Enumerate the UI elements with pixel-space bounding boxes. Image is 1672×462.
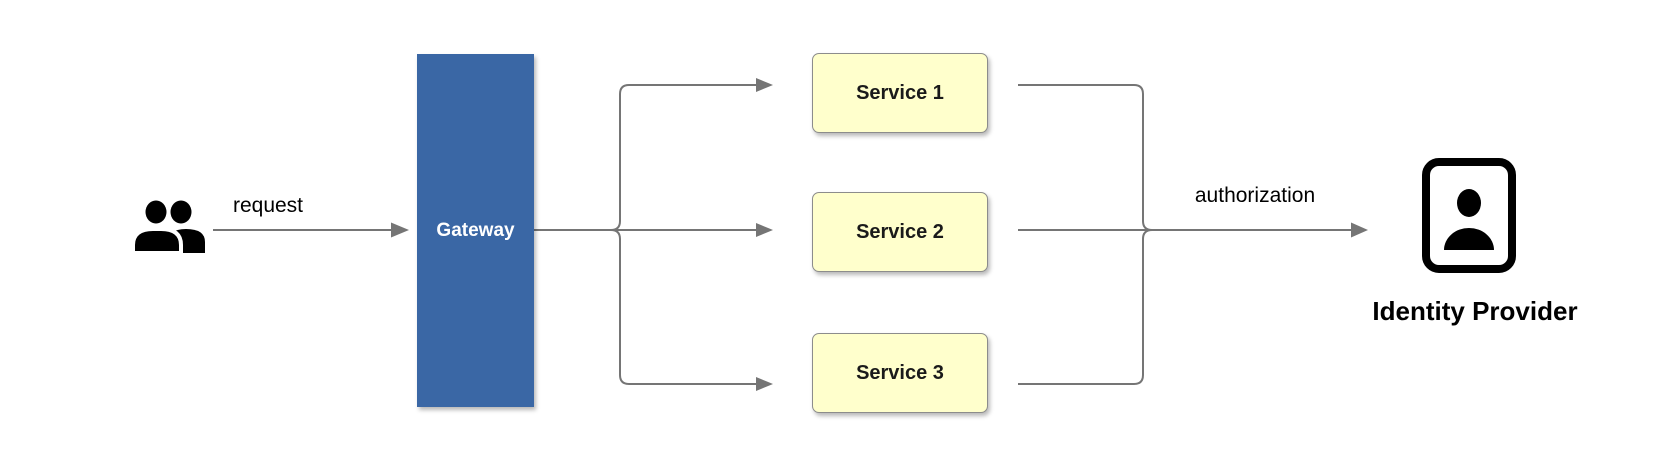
- service1-node-label: Service 1: [856, 81, 944, 104]
- user-head-back: [170, 200, 192, 224]
- request-arrow: [213, 222, 409, 238]
- user-body-front: [131, 227, 183, 255]
- request-edge-label: request: [232, 194, 304, 217]
- service3-node-label: Service 3: [856, 361, 944, 384]
- gateway-fanout: [534, 84, 756, 385]
- service2-node: Service 2: [812, 192, 988, 272]
- service2-arrowhead: [756, 223, 773, 237]
- authorization-arrowhead: [1351, 222, 1368, 238]
- service1-node: Service 1: [812, 53, 988, 133]
- id-card-person-shoulders: [1444, 228, 1494, 250]
- id-card-person-head: [1457, 189, 1481, 217]
- gateway-to-service1-connector: [534, 84, 756, 231]
- gateway-to-service3-connector: [534, 229, 756, 385]
- fanout-arrowheads: [756, 78, 773, 391]
- id-card-icon: [1422, 158, 1516, 273]
- service1-arrowhead: [756, 78, 773, 92]
- service1-to-junction-connector: [1018, 84, 1153, 231]
- service2-node-label: Service 2: [856, 220, 944, 243]
- authorization-arrow: [1152, 222, 1368, 238]
- gateway-node: Gateway: [417, 54, 534, 407]
- service3-node: Service 3: [812, 333, 988, 413]
- request-arrowhead: [391, 222, 409, 238]
- authorization-edge-label: authorization: [1194, 184, 1316, 207]
- service3-arrowhead: [756, 377, 773, 391]
- identity-provider-label: Identity Provider: [1372, 296, 1578, 326]
- services-converge: [1018, 84, 1153, 385]
- users-icon: [131, 200, 205, 255]
- gateway-node-label: Gateway: [436, 219, 515, 241]
- service3-to-junction-connector: [1018, 229, 1153, 385]
- user-head-front: [145, 200, 167, 224]
